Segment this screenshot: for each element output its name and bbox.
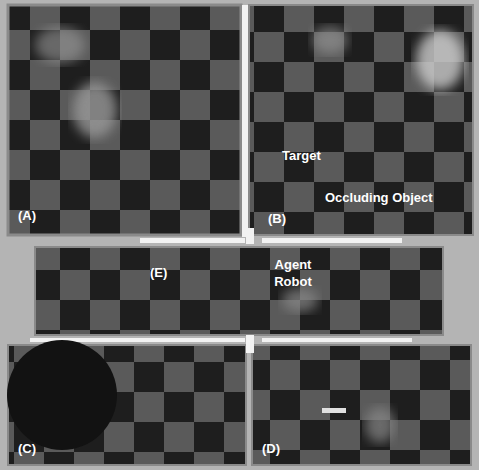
arena-rooms — [8, 5, 473, 465]
photo-label: (B) — [268, 210, 286, 227]
photo-label: (E) — [150, 264, 167, 281]
objects — [7, 26, 464, 450]
photo-label: Occluding Object — [325, 189, 433, 206]
photo-label: Agent Robot — [268, 256, 318, 290]
photo-label: Target — [282, 147, 321, 164]
photo-label: (D) — [262, 440, 280, 457]
photo-label: (A) — [18, 207, 36, 224]
walls — [30, 5, 412, 353]
photo-label: (C) — [18, 440, 36, 457]
